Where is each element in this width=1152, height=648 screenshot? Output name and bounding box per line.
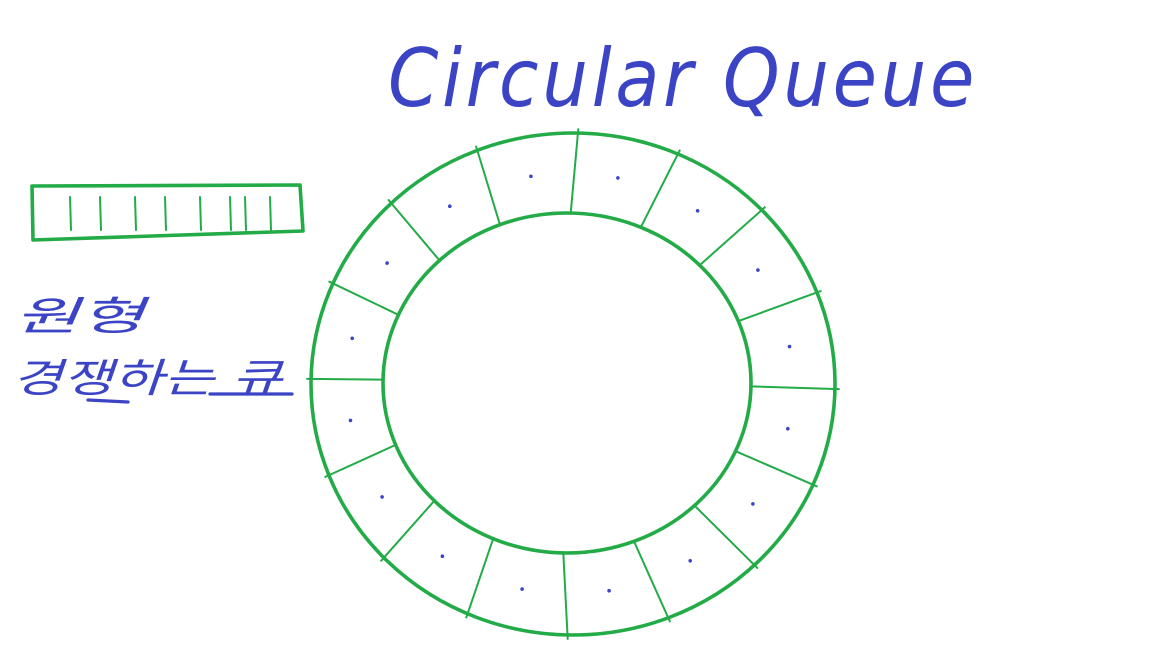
slot-marker	[616, 176, 620, 180]
notes: 원형 경쟁하는 큐	[12, 294, 294, 404]
slot-marker	[348, 418, 353, 423]
slot-divider	[737, 290, 822, 323]
slot-divider	[569, 128, 580, 214]
slot-divider	[380, 499, 436, 562]
circular-queue-ring	[306, 128, 840, 640]
array-cell-divider	[199, 196, 202, 231]
array-cell-divider	[229, 196, 232, 231]
array-cell-divider	[69, 196, 72, 231]
slot-marker	[350, 336, 355, 341]
slot-divider	[693, 504, 759, 569]
inner-ring	[381, 211, 753, 555]
slot-marker	[786, 426, 790, 431]
slot-divider	[324, 443, 397, 478]
slot-marker	[751, 502, 755, 506]
slot-marker	[756, 268, 760, 272]
slot-marker	[520, 587, 524, 591]
array-cell-divider	[134, 196, 137, 231]
slot-marker	[385, 261, 389, 265]
slot-divider	[475, 145, 501, 226]
slot-divider	[465, 537, 495, 619]
slot-divider	[698, 206, 766, 267]
slot-divider	[639, 149, 681, 229]
slot-divider	[387, 199, 441, 262]
note-circular: 원형	[14, 294, 151, 340]
array-outline	[30, 183, 305, 242]
slot-divider	[328, 280, 400, 316]
diagram-title: Circular Queue	[388, 32, 978, 125]
slot-marker	[380, 495, 384, 499]
linear-array-sketch	[30, 183, 305, 242]
array-cell-divider	[99, 196, 102, 231]
array-cell-divider	[269, 196, 272, 231]
slot-dividers	[306, 128, 840, 640]
note-underline	[86, 392, 294, 404]
slot-marker	[607, 588, 611, 593]
array-cell-divider	[244, 196, 247, 231]
slot-marker	[440, 554, 445, 558]
array-dividers	[69, 196, 272, 231]
slot-marker	[529, 174, 533, 179]
slot-markers	[348, 174, 792, 593]
slot-marker	[695, 209, 700, 213]
slot-divider	[734, 450, 818, 488]
slot-marker	[448, 204, 452, 208]
outer-ring	[309, 131, 837, 637]
slot-marker	[787, 344, 792, 349]
slot-divider	[633, 540, 671, 623]
slot-divider	[306, 377, 384, 381]
slot-divider	[562, 552, 569, 640]
slot-marker	[688, 559, 692, 563]
slot-divider	[750, 385, 840, 391]
array-cell-divider	[164, 196, 167, 231]
